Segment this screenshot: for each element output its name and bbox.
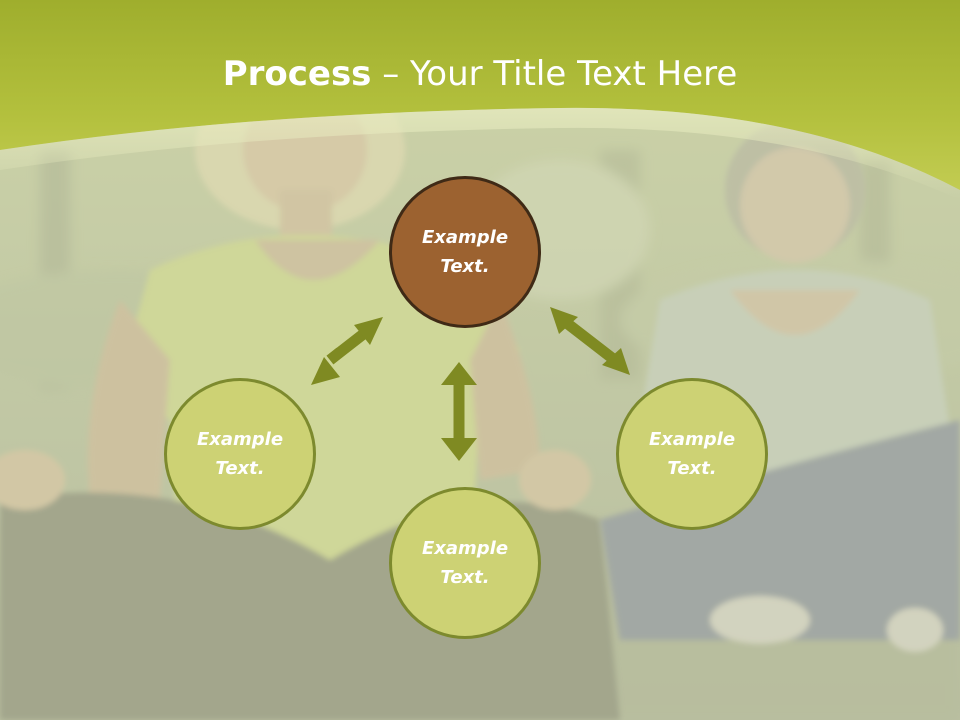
node-left: Example Text. bbox=[164, 378, 316, 530]
title-bold: Process bbox=[222, 54, 372, 94]
arrow-center-vertical bbox=[441, 362, 477, 461]
node-top-label: Example Text. bbox=[421, 227, 509, 277]
node-top: Example Text. bbox=[389, 176, 541, 328]
node-right-label: Example Text. bbox=[648, 429, 736, 479]
node-left-label: Example Text. bbox=[196, 429, 284, 479]
header-band bbox=[0, 0, 960, 200]
node-bottom-label: Example Text. bbox=[421, 538, 509, 588]
node-bottom: Example Text. bbox=[389, 487, 541, 639]
arrow-top-right bbox=[550, 307, 630, 375]
title-rest: – Your Title Text Here bbox=[371, 54, 738, 94]
node-right: Example Text. bbox=[616, 378, 768, 530]
arrow-top-left bbox=[311, 317, 383, 385]
slide-title: Process – Your Title Text Here bbox=[0, 52, 960, 96]
